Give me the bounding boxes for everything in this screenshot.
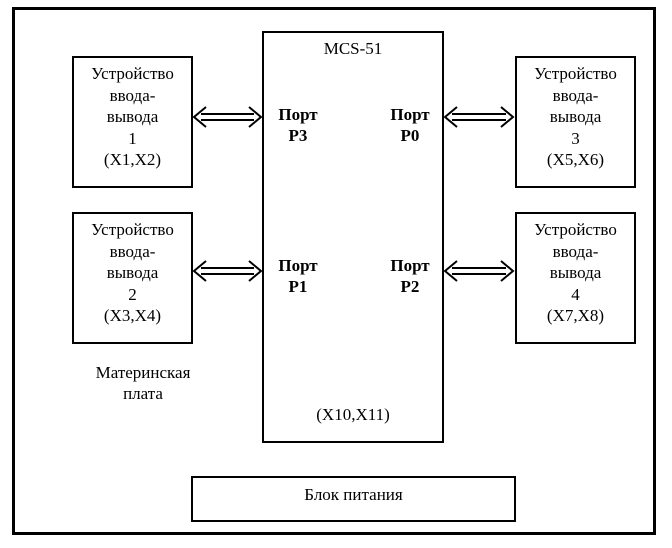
arrow-dev2-p1 (192, 260, 263, 282)
device-label: ввода- (109, 241, 156, 261)
device-label: вывода (106, 263, 159, 282)
io-device-4: Устройство ввода- вывода 4 (X7,X8) (515, 212, 636, 344)
io-device-2: Устройство ввода- вывода 2 (X3,X4) (72, 212, 193, 344)
port-p3: Порт P3 (268, 104, 328, 146)
port-name: P3 (288, 126, 308, 145)
port-word: Порт (390, 256, 430, 275)
device-label: Устройство (534, 64, 617, 83)
port-name: P0 (400, 126, 420, 145)
device-label: ввода- (552, 241, 599, 261)
device-label: вывода (549, 263, 602, 282)
device-label: вывода (106, 107, 159, 126)
io-device-1: Устройство ввода- вывода 1 (X1,X2) (72, 56, 193, 188)
port-name: P2 (400, 277, 420, 296)
device-label: вывода (549, 107, 602, 126)
device-label: ввода- (552, 85, 599, 105)
device-number: 2 (128, 284, 137, 304)
mcu-title: MCS-51 (323, 39, 383, 58)
device-label: Устройство (91, 220, 174, 239)
device-number: 3 (571, 128, 580, 148)
port-word: Порт (278, 105, 318, 124)
port-p2: Порт P2 (380, 255, 440, 297)
port-p0: Порт P0 (380, 104, 440, 146)
motherboard-label-line: Материнская (95, 363, 191, 382)
device-connectors: (X1,X2) (103, 150, 162, 169)
motherboard-label: Материнская плата (78, 362, 208, 404)
port-word: Порт (390, 105, 430, 124)
motherboard-label-line: плата (123, 384, 163, 403)
port-p1: Порт P1 (268, 255, 328, 297)
mcs51-block: MCS-51 Порт P3 Порт P0 Порт P1 Порт P2 (… (262, 31, 444, 443)
arrow-p0-dev3 (443, 106, 515, 128)
device-connectors: (X5,X6) (546, 150, 605, 169)
mcu-connectors: (X10,X11) (316, 405, 390, 424)
device-label: Устройство (534, 220, 617, 239)
device-connectors: (X3,X4) (103, 306, 162, 325)
power-supply-label: Блок питания (304, 485, 403, 504)
device-label: ввода- (109, 85, 156, 105)
device-number: 1 (128, 128, 137, 148)
io-device-3: Устройство ввода- вывода 3 (X5,X6) (515, 56, 636, 188)
port-word: Порт (278, 256, 318, 275)
device-number: 4 (571, 284, 580, 304)
port-name: P1 (288, 277, 308, 296)
arrow-p2-dev4 (443, 260, 515, 282)
power-supply-block: Блок питания (191, 476, 516, 522)
motherboard-frame (12, 7, 656, 535)
device-label: Устройство (91, 64, 174, 83)
arrow-dev1-p3 (192, 106, 263, 128)
device-connectors: (X7,X8) (546, 306, 605, 325)
